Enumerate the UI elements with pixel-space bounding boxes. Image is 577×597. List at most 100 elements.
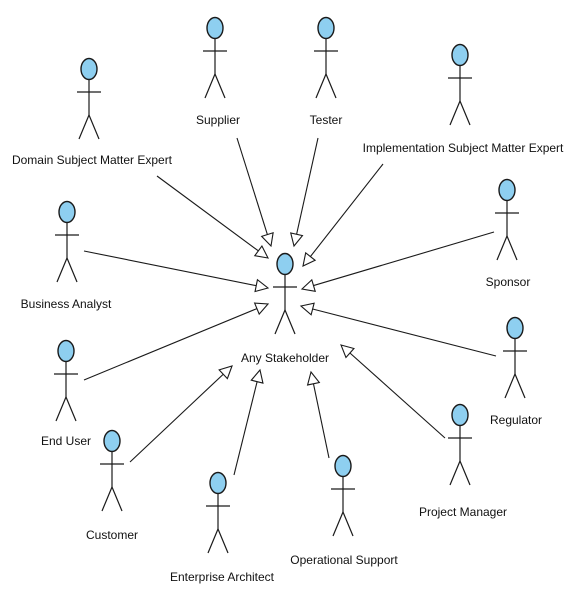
actor-customer: Customer [86,429,138,542]
generalization-tester [289,137,319,248]
generalization-arrowhead-icon [260,231,274,248]
generalization-arrowhead-icon [299,302,315,316]
actor-label-ba: Business Analyst [21,297,112,311]
generalization-arrowhead-icon [302,251,317,267]
actor-left-leg [449,460,461,486]
generalization-domain [156,175,269,259]
actor-label-impl: Implementation Subject Matter Expert [363,141,564,155]
generalization-line [312,383,330,459]
actor-ea: Enterprise Architect [170,471,275,584]
generalization-line [83,308,258,381]
actor-supplier: Supplier [196,16,240,127]
generalization-ops [306,370,330,459]
generalization-line [236,137,268,235]
generalization-line [129,373,224,463]
actor-left-leg [55,396,67,422]
generalization-edges [83,137,497,476]
actor-tester: Tester [310,16,343,127]
generalization-line [313,231,495,287]
generalization-pm [340,344,446,439]
generalization-arrowhead-icon [218,365,233,380]
actor-label-any: Any Stakeholder [241,351,329,365]
generalization-regulator [299,302,497,357]
actor-enduser: End User [41,339,91,448]
actor-right-leg [325,73,337,99]
actor-label-supplier: Supplier [196,113,240,127]
actor-left-leg [207,528,219,554]
generalization-enduser [83,302,270,381]
actor-impl: Implementation Subject Matter Expert [363,43,564,155]
actor-label-sponsor: Sponsor [486,275,531,289]
actor-left-leg [56,257,68,283]
actor-right-leg [514,373,526,399]
actor-head-icon [206,16,224,40]
actor-right-leg [217,528,229,554]
actor-left-leg [496,235,508,261]
generalization-arrowhead-icon [300,278,316,293]
generalization-line [233,381,258,476]
generalization-supplier [236,137,274,248]
generalization-line [296,137,319,235]
generalization-line [83,250,257,287]
actor-right-leg [342,511,354,537]
generalization-ba [83,250,270,293]
actor-head-icon [80,57,98,81]
generalization-ea [233,368,264,476]
actor-head-icon [103,429,121,453]
generalization-line [349,352,446,439]
actor-any: Any Stakeholder [241,252,329,365]
generalization-arrowhead-icon [340,344,355,359]
actor-label-domain: Domain Subject Matter Expert [12,153,173,167]
actor-left-leg [449,100,461,126]
actor-head-icon [451,43,469,67]
generalization-line [156,175,259,252]
actor-label-enduser: End User [41,434,91,448]
actor-left-leg [504,373,516,399]
actor-left-leg [332,511,344,537]
actor-label-ops: Operational Support [290,553,398,567]
actor-head-icon [451,403,469,427]
actor-left-leg [78,114,90,140]
generalization-arrowhead-icon [253,302,270,316]
actor-right-leg [88,114,100,140]
generalization-line [309,163,384,257]
actor-right-leg [284,309,296,335]
actor-head-icon [334,454,352,478]
actor-head-icon [209,471,227,495]
generalization-arrowhead-icon [254,278,270,293]
actor-domain: Domain Subject Matter Expert [12,57,173,167]
actor-right-leg [459,460,471,486]
generalization-arrowhead-icon [253,245,269,259]
actor-ba: Business Analyst [21,200,112,311]
actor-label-ea: Enterprise Architect [170,570,275,584]
actor-right-leg [459,100,471,126]
actor-right-leg [214,73,226,99]
actor-label-pm: Project Manager [419,505,507,519]
generalization-arrowhead-icon [306,370,321,386]
actor-right-leg [506,235,518,261]
generalization-customer [129,365,233,463]
generalization-impl [302,163,384,267]
actor-right-leg [65,396,77,422]
actor-head-icon [498,178,516,202]
actor-left-leg [101,486,113,512]
actor-ops: Operational Support [290,454,398,567]
actor-regulator: Regulator [490,316,542,427]
generalization-line [312,308,497,357]
actor-label-regulator: Regulator [490,413,542,427]
actor-label-customer: Customer [86,528,138,542]
generalization-arrowhead-icon [250,368,264,384]
actor-head-icon [317,16,335,40]
actor-label-tester: Tester [310,113,343,127]
actor-pm: Project Manager [419,403,507,519]
actor-head-icon [506,316,524,340]
actor-head-icon [57,339,75,363]
actor-head-icon [276,252,294,276]
actor-head-icon [58,200,76,224]
actor-right-leg [111,486,123,512]
actor-left-leg [315,73,327,99]
actor-right-leg [66,257,78,283]
generalization-sponsor [300,231,495,293]
